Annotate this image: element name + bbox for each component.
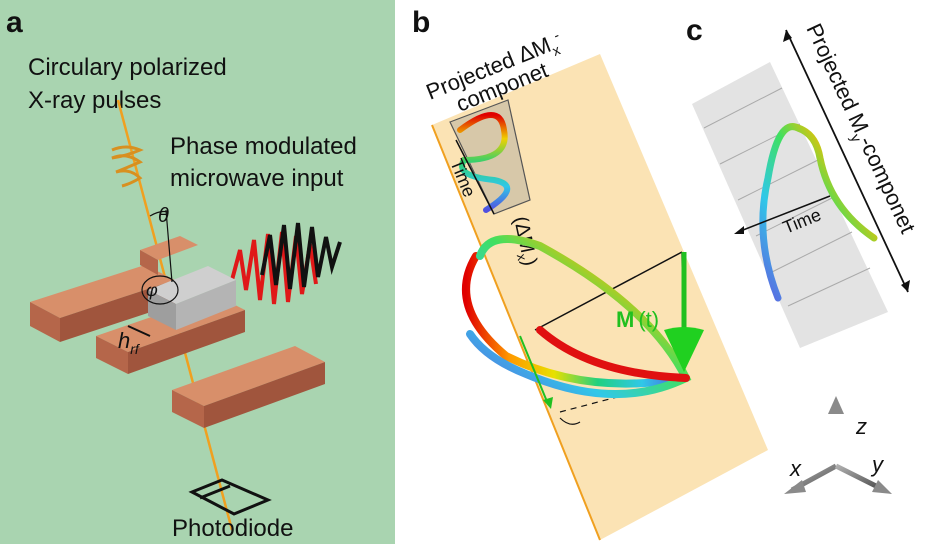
microwave-label-line1: Phase modulated xyxy=(170,133,357,160)
projection-arrow-head xyxy=(543,397,553,409)
time-arrow-c xyxy=(737,195,831,233)
small-angle-arc xyxy=(559,417,581,425)
microwave-wave-black xyxy=(260,222,342,290)
axis-arrow-c-top xyxy=(783,30,792,42)
axis-x-label: x xyxy=(789,456,802,481)
projected-dmx-sup: - xyxy=(551,27,562,44)
axis-arrow-c xyxy=(785,29,909,293)
precession-trace-outer xyxy=(462,252,690,388)
microwave-label-line2: microwave input xyxy=(170,165,344,192)
projection-c-gridlines xyxy=(703,87,871,307)
panel-a: a Circulary polarized X-ray pulses Phase… xyxy=(0,0,395,544)
panel-b-letter: b xyxy=(412,6,430,39)
my-trace xyxy=(759,123,878,302)
projected-dmx-sub: x xyxy=(550,41,562,58)
phi-arc xyxy=(141,275,179,305)
theta-label: θ xyxy=(158,205,169,227)
axis-y-label: y xyxy=(870,452,885,477)
xray-label-line2: X-ray pulses xyxy=(28,87,161,114)
h-subscript: rf xyxy=(130,341,141,357)
axis-arrow-c-bottom xyxy=(901,280,910,292)
axis-z-label: z xyxy=(855,414,867,439)
microwave-wave-red xyxy=(230,231,318,305)
time-arrow-c-head xyxy=(734,226,744,234)
projection-arrow xyxy=(519,335,549,405)
m-label-t: (t) xyxy=(638,307,659,332)
panel-c-letter: c xyxy=(686,14,703,47)
m-label-bold: M xyxy=(616,307,634,332)
phi-label: φ xyxy=(146,280,158,300)
projection-c-plane xyxy=(692,62,888,348)
dmx-trace xyxy=(457,112,510,213)
h-arrow xyxy=(127,325,151,337)
xray-pulse-icon xyxy=(111,145,144,188)
m-label: M(t) xyxy=(616,307,659,332)
xray-label-line1: Circulary polarized xyxy=(28,54,227,81)
time-arrow xyxy=(455,139,495,215)
waveguide-left xyxy=(30,265,175,342)
h-label: hrf xyxy=(118,328,141,357)
dmx-sub: x xyxy=(514,252,530,262)
waveguide-right xyxy=(172,346,325,428)
panel-b: b Projected ΔMx- componet Time (ΔMx) M(t… xyxy=(412,6,768,541)
m-vector-head xyxy=(664,327,704,372)
theta-arc xyxy=(149,210,169,217)
precession-trace-bottom xyxy=(536,326,690,382)
normal-line xyxy=(165,209,173,283)
photodiode-label: Photodiode xyxy=(172,515,293,542)
axes-3d-icon xyxy=(784,396,892,494)
sample-block xyxy=(148,266,236,330)
panel-a-letter: a xyxy=(6,6,23,39)
photodiode-icon xyxy=(188,478,272,516)
plane-edge xyxy=(431,124,601,541)
